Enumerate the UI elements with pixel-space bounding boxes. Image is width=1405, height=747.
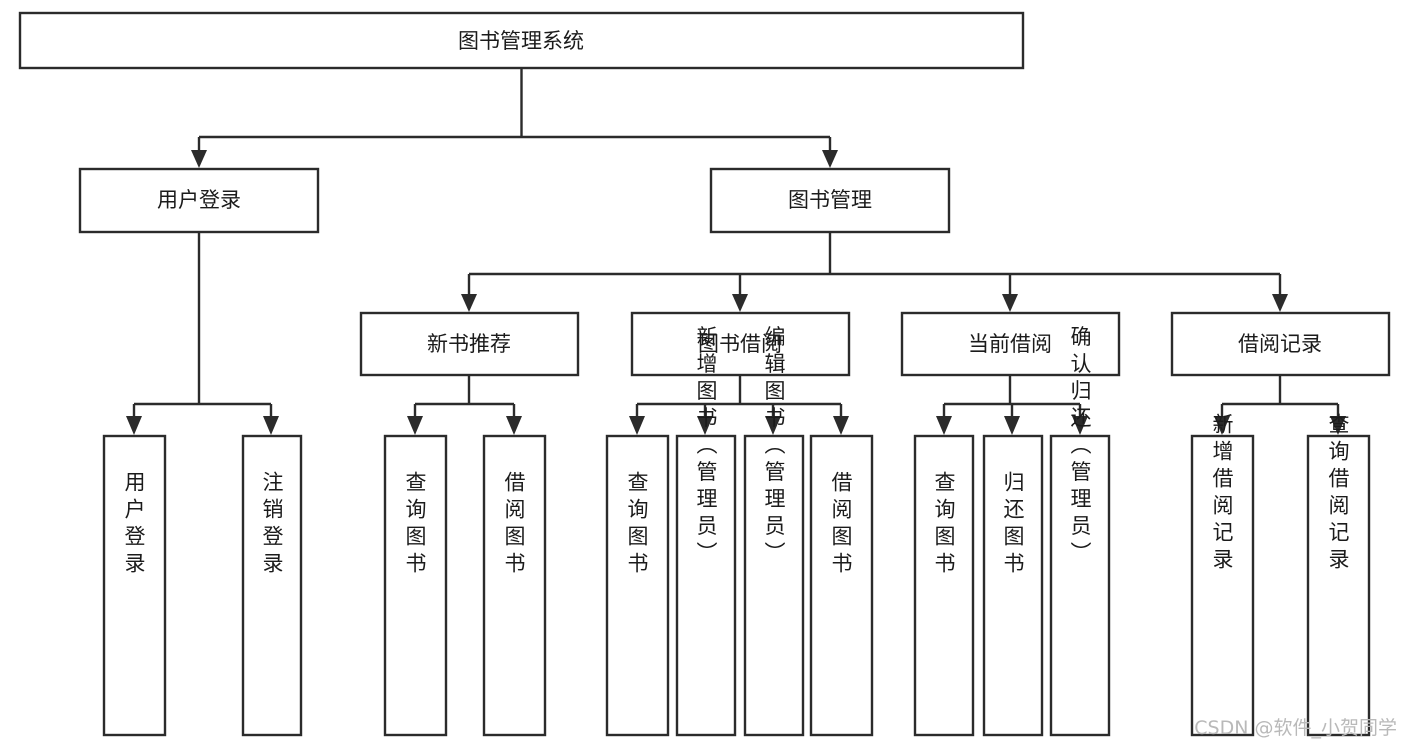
leaf-bb-query-book-box[interactable]: [605, 434, 670, 737]
node-book-manage-label: 图书管理: [788, 188, 872, 212]
leaf-nb-borrow-book-label: 借阅图书: [502, 471, 526, 579]
arrow-head-br-leaf-2: [1330, 416, 1346, 435]
arrow-head-current-borrow: [1002, 294, 1018, 312]
arrow-head-new-book: [461, 294, 477, 312]
leaf-cb-confirm-return-admin-label: 确认归还（管理员）: [1068, 326, 1092, 569]
node-new-book-recommend-label: 新书推荐: [427, 332, 511, 356]
arrow-head-br-leaf-1: [1214, 416, 1230, 435]
node-book-borrow[interactable]: 图书借阅: [630, 311, 851, 377]
node-new-book-recommend[interactable]: 新书推荐: [359, 311, 580, 377]
leaf-bb-edit-book-admin[interactable]: 编辑图书（管理员）: [743, 326, 805, 737]
node-borrow-record-label: 借阅记录: [1238, 332, 1322, 356]
leaf-nb-borrow-book[interactable]: 借阅图书: [482, 434, 547, 737]
leaf-br-add-record-label: 新增借阅记录: [1210, 413, 1234, 575]
arrow-head-bb-leaf-3: [765, 416, 781, 435]
leaf-logout-box[interactable]: [241, 434, 303, 737]
leaf-nb-query-book-box[interactable]: [383, 434, 448, 737]
leaf-br-query-record-box[interactable]: [1306, 434, 1371, 737]
node-book-manage-box[interactable]: [709, 167, 951, 234]
leaf-cb-confirm-return-admin-box[interactable]: [1049, 434, 1111, 737]
arrow-head-borrow-record: [1272, 294, 1288, 312]
node-book-manage[interactable]: 图书管理: [709, 167, 951, 234]
leaf-br-query-record[interactable]: 查询借阅记录: [1306, 413, 1371, 737]
node-user-login[interactable]: 用户登录: [78, 167, 320, 234]
leaf-br-add-record-box[interactable]: [1190, 434, 1255, 737]
leaf-cb-confirm-return-admin[interactable]: 确认归还（管理员）: [1049, 326, 1111, 737]
leaf-bb-add-book-admin-box[interactable]: [675, 434, 737, 737]
arrow-head-cb-leaf-3: [1072, 416, 1088, 435]
arrow-head-nb-leaf-2: [506, 416, 522, 435]
arrow-head-cb-leaf-1: [936, 416, 952, 435]
connector-layer: [126, 68, 1346, 435]
leaf-cb-query-book-box[interactable]: [913, 434, 975, 737]
arrow-head-leaf-logout: [263, 416, 279, 435]
leaf-nb-query-book-label: 查询图书: [403, 471, 427, 579]
node-user-login-label: 用户登录: [157, 188, 241, 212]
leaf-bb-add-book-admin-label: 新增图书（管理员）: [694, 326, 718, 569]
leaf-bb-borrow-book[interactable]: 借阅图书: [809, 434, 874, 737]
node-current-borrow-label: 当前借阅: [968, 332, 1052, 356]
arrow-head-cb-leaf-2: [1004, 416, 1020, 435]
node-new-book-recommend-box[interactable]: [359, 311, 580, 377]
leaf-cb-return-book-label: 归还图书: [1001, 471, 1025, 579]
node-current-borrow-box[interactable]: [900, 311, 1121, 377]
watermark-label: CSDN @软件_小贺同学: [1194, 717, 1397, 739]
leaf-user-login-label: 用户登录: [122, 471, 146, 579]
leaf-user-login[interactable]: 用户登录: [102, 434, 167, 737]
leaf-bb-add-book-admin[interactable]: 新增图书（管理员）: [675, 326, 737, 737]
leaf-nb-query-book[interactable]: 查询图书: [383, 434, 448, 737]
leaf-bb-query-book-label: 查询图书: [625, 471, 649, 579]
arrow-head-bb-leaf-4: [833, 416, 849, 435]
node-borrow-record-box[interactable]: [1170, 311, 1391, 377]
node-book-borrow-box[interactable]: [630, 311, 851, 377]
leaf-nb-borrow-book-box[interactable]: [482, 434, 547, 737]
leaf-bb-borrow-book-box[interactable]: [809, 434, 874, 737]
node-current-borrow[interactable]: 当前借阅: [900, 311, 1121, 377]
arrow-head-book-borrow: [732, 294, 748, 312]
arrow-head-nb-leaf-1: [407, 416, 423, 435]
arrow-head-book-manage: [822, 150, 838, 168]
leaf-br-add-record[interactable]: 新增借阅记录: [1190, 413, 1255, 737]
node-book-borrow-label: 图书借阅: [698, 332, 782, 356]
node-user-login-box[interactable]: [78, 167, 320, 234]
node-root-label: 图书管理系统: [458, 29, 584, 53]
leaf-cb-return-book[interactable]: 归还图书: [982, 434, 1044, 737]
arrow-head-user-login: [191, 150, 207, 168]
leaf-br-query-record-label: 查询借阅记录: [1326, 413, 1350, 575]
leaf-cb-query-book[interactable]: 查询图书: [913, 434, 975, 737]
arrow-head-bb-leaf-2: [697, 416, 713, 435]
arrow-head-leaf-user-login: [126, 416, 142, 435]
leaf-bb-query-book[interactable]: 查询图书: [605, 434, 670, 737]
arrow-head-bb-leaf-1: [629, 416, 645, 435]
leaf-bb-edit-book-admin-label: 编辑图书（管理员）: [762, 326, 786, 569]
leaf-logout-label: 注销登录: [260, 471, 284, 579]
node-root[interactable]: 图书管理系统: [18, 11, 1025, 70]
leaf-user-login-box[interactable]: [102, 434, 167, 737]
leaf-cb-query-book-label: 查询图书: [932, 471, 956, 579]
node-root-box[interactable]: [18, 11, 1025, 70]
leaf-logout[interactable]: 注销登录: [241, 434, 303, 737]
leaf-bb-edit-book-admin-box[interactable]: [743, 434, 805, 737]
node-borrow-record[interactable]: 借阅记录: [1170, 311, 1391, 377]
leaf-bb-borrow-book-label: 借阅图书: [829, 471, 853, 579]
leaf-cb-return-book-box[interactable]: [982, 434, 1044, 737]
